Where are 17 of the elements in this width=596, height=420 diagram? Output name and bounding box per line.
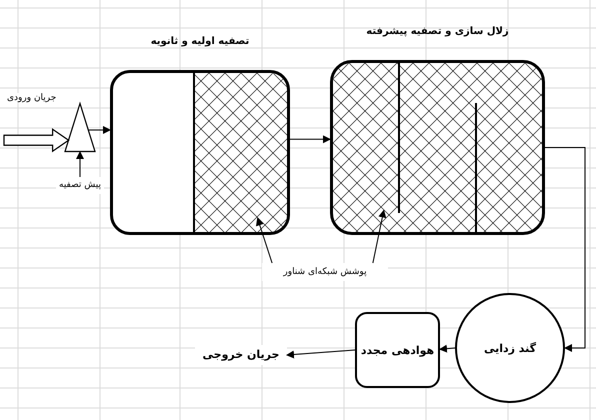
arrow: [544, 147, 586, 352]
process-circle: گند زدایی: [455, 293, 565, 403]
arrow: [3, 128, 70, 152]
node-label: پوشش شبکه‌ای شناور: [262, 263, 388, 281]
arrow: [76, 151, 84, 178]
tank-heading: زلال سازی و تصفیه پیشرفته: [365, 26, 510, 37]
arrow: [88, 126, 111, 134]
leader-line: [372, 210, 386, 264]
edge-label: جریان ورودی: [6, 93, 58, 103]
node-label: پیش تصفیه: [56, 177, 104, 194]
arrow: [439, 344, 456, 353]
node-label: جریان خروجی: [195, 345, 287, 365]
arrow: [290, 135, 331, 144]
process-box: هوادهی مجدد: [355, 312, 440, 388]
tank-heading: تصفیه اولیه و ثانویه: [150, 36, 250, 47]
arrow: [286, 350, 356, 358]
leader-line: [256, 218, 273, 264]
